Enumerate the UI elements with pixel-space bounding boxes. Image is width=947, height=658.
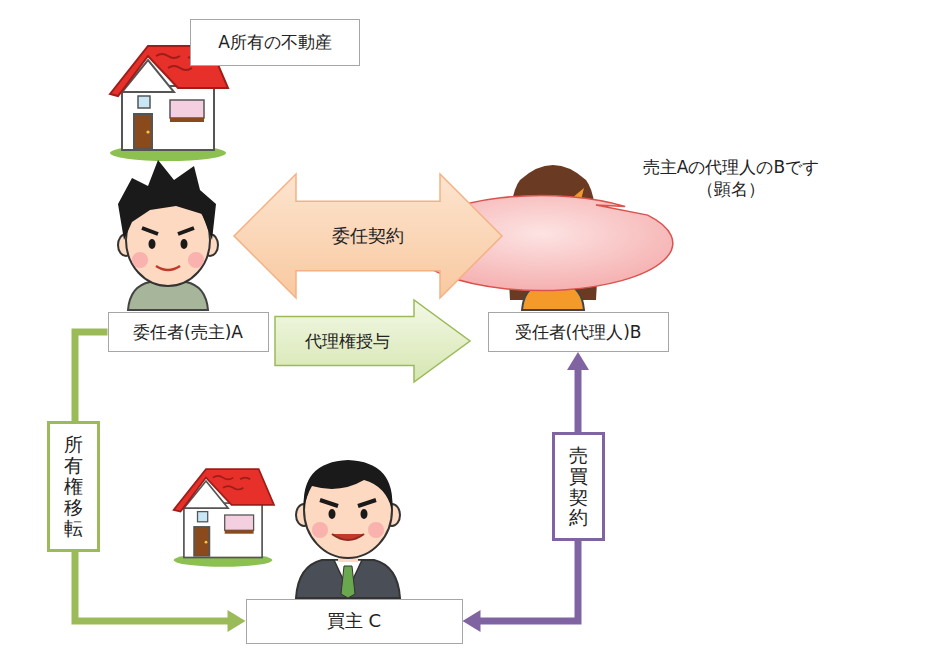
right-arrow-shape: 代理権授与 [275, 300, 470, 382]
person-a-figure [149, 239, 156, 249]
arrow-head [463, 610, 481, 632]
edge-label-box: 所有権移転 [47, 421, 100, 551]
connector [75, 332, 246, 632]
house-figure [174, 469, 274, 567]
node-text: 委任者(売主)A [133, 321, 243, 343]
node-text: 受任者(代理人)B [515, 321, 642, 343]
house-figure [174, 469, 274, 567]
person-c-figure [341, 566, 355, 598]
edge-label: 売買契約 [569, 445, 588, 529]
person-a-figure [181, 239, 188, 249]
person-a-figure [132, 252, 148, 268]
person-c-figure [332, 534, 364, 540]
double-arrow-shape: 委任契約 [234, 174, 502, 298]
label-box: A所有の不動産 [190, 19, 360, 66]
person-c-figure [329, 509, 336, 519]
double-arrow-shape [234, 174, 502, 298]
node-text: 売主Aの代理人のBです （顕名） [643, 156, 819, 200]
connector [463, 352, 590, 632]
person-c-figure [312, 522, 328, 538]
person-a-figure [156, 266, 180, 270]
person-c-figure [361, 509, 368, 519]
person-c-figure [368, 522, 384, 538]
arrow-head [228, 610, 246, 632]
person-a-figure [118, 160, 216, 240]
node-text: 委任契約 [332, 224, 404, 247]
arrow-head [567, 352, 589, 370]
person-c-figure [320, 500, 376, 506]
right-arrow-shape [275, 300, 470, 382]
person-a-figure [142, 228, 194, 234]
node-text: 買主 C [327, 609, 381, 632]
person-a-figure [188, 252, 204, 268]
speech-bubble: 売主Aの代理人のBです （顕名） [600, 131, 863, 226]
node-text: A所有の不動産 [218, 31, 332, 53]
person-c-figure [304, 460, 393, 510]
person-a-figure [118, 160, 218, 310]
party-box: 委任者(売主)A [108, 312, 269, 352]
edge-label-box: 売買契約 [552, 432, 605, 542]
speech-bubble [600, 131, 863, 226]
party-box: 買主 C [246, 599, 463, 644]
party-box: 受任者(代理人)B [488, 312, 669, 352]
person-c-figure [296, 460, 400, 598]
edge-label: 所有権移転 [64, 434, 83, 538]
person-c-figure [296, 560, 400, 598]
node-text: 代理権授与 [305, 330, 390, 352]
